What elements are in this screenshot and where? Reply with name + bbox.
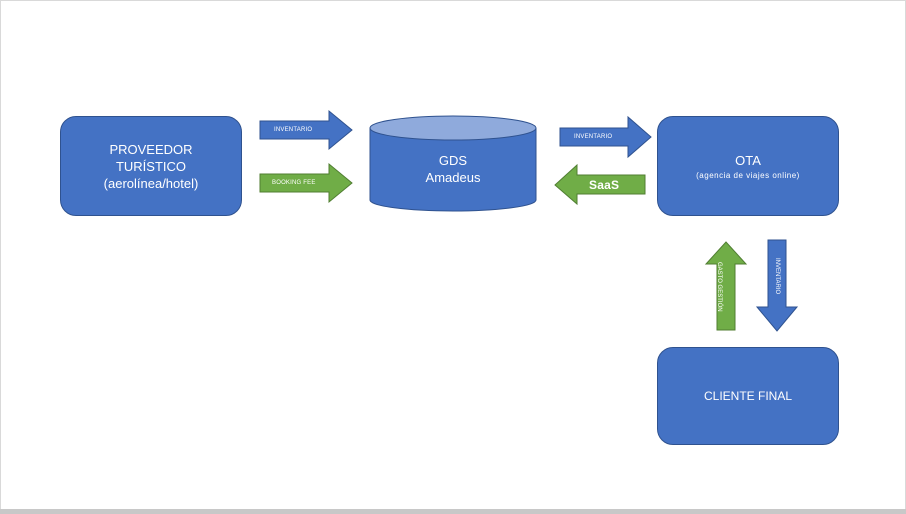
proveedor-turistico-box: PROVEEDOR TURÍSTICO (aerolínea/hotel) bbox=[60, 116, 242, 216]
proveedor-line-3: (aerolínea/hotel) bbox=[103, 175, 199, 191]
label-saas: SaaS bbox=[589, 178, 620, 192]
arrow-booking-fee bbox=[259, 162, 353, 204]
arrow-inventario-prov-gds bbox=[259, 109, 353, 151]
arrow-gasto-gestion bbox=[704, 241, 748, 331]
cliente-title: CLIENTE FINAL bbox=[703, 388, 793, 403]
label-inventario-gds-ota: INVENTARIO bbox=[574, 134, 613, 140]
label-gasto-gestion: GASTO GESTIÓN bbox=[716, 262, 722, 312]
label-inventario-ota-cliente: INVENTARIO bbox=[774, 258, 780, 295]
gds-line-1: GDS bbox=[438, 153, 468, 168]
label-booking-fee: BOOKING FEE bbox=[272, 180, 316, 186]
arrow-inventario-gds-ota bbox=[559, 115, 652, 159]
ota-box: OTA (agencia de viajes online) bbox=[657, 116, 839, 216]
ota-title: OTA bbox=[735, 153, 761, 168]
arrow-saas bbox=[554, 163, 646, 206]
proveedor-line-1: PROVEEDOR bbox=[109, 141, 193, 157]
bottom-scrollbar[interactable] bbox=[0, 509, 906, 514]
gds-label: GDS Amadeus bbox=[370, 152, 536, 186]
ota-subtitle: (agencia de viajes online) bbox=[696, 171, 800, 180]
gds-cylinder bbox=[369, 115, 537, 212]
proveedor-line-2: TURÍSTICO bbox=[115, 158, 187, 174]
label-inventario-prov-gds: INVENTARIO bbox=[274, 127, 313, 133]
gds-line-2: Amadeus bbox=[425, 170, 481, 185]
cliente-final-box: CLIENTE FINAL bbox=[657, 347, 839, 445]
arrow-inventario-ota-cliente bbox=[755, 239, 799, 332]
